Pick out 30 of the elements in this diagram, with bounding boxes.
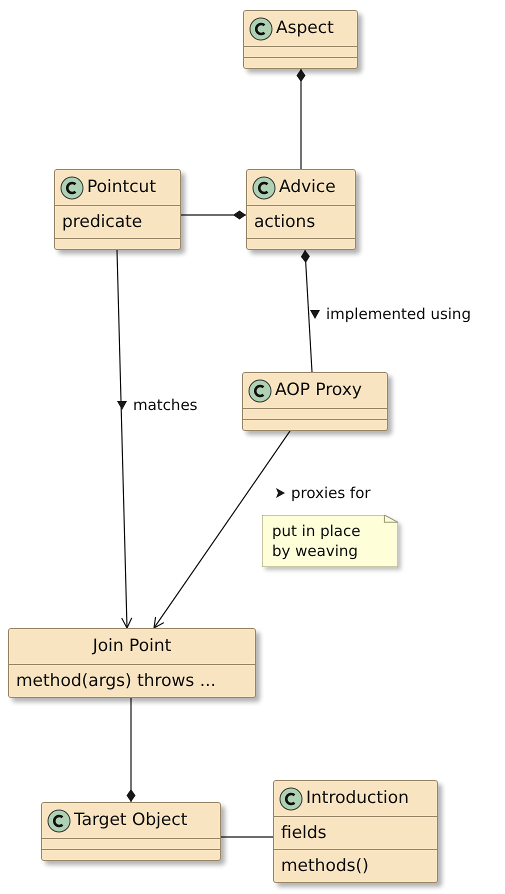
note-text: put in place by weaving — [272, 521, 362, 561]
class-name: Join Point — [92, 634, 172, 658]
class-box — [242, 372, 388, 431]
class-name: Pointcut — [87, 176, 156, 199]
composition-line — [296, 69, 306, 169]
class-box — [41, 802, 221, 861]
composition-line — [126, 698, 136, 802]
class-member: fields — [281, 822, 328, 845]
class-name: Advice — [279, 176, 336, 199]
class-member: method(args) throws ... — [16, 670, 217, 693]
class-name: Target Object — [74, 808, 188, 832]
class-box — [243, 10, 358, 69]
edge-label: implemented using — [326, 305, 471, 324]
class-box — [8, 628, 256, 698]
note — [262, 515, 398, 567]
class-member: predicate — [62, 211, 144, 234]
arrow — [116, 250, 132, 629]
class-box — [246, 169, 356, 250]
class-member: methods() — [281, 855, 370, 878]
composition-line — [300, 250, 313, 372]
arrow — [153, 430, 290, 629]
association-line — [221, 836, 273, 838]
composition-line — [181, 210, 246, 220]
class-name: AOP Proxy — [275, 378, 362, 402]
class-name: Aspect — [276, 16, 334, 40]
class-member: actions — [254, 211, 316, 234]
class-box — [273, 780, 438, 883]
class-box — [54, 169, 181, 250]
class-name: Introduction — [306, 786, 409, 810]
edge-label: proxies for — [291, 484, 371, 503]
